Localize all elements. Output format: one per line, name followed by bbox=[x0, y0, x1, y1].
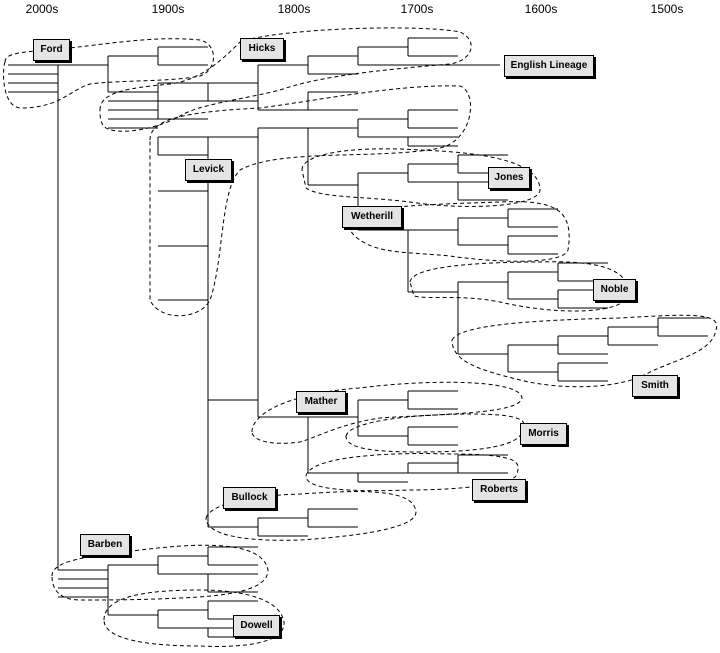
family-box-jones: Jones bbox=[488, 167, 530, 189]
dowell-group-outline bbox=[103, 589, 285, 647]
era-label: 2000s bbox=[25, 2, 59, 16]
roberts-group-outline bbox=[305, 453, 519, 492]
family-box-english-lineage: English Lineage bbox=[504, 55, 594, 77]
family-box-noble: Noble bbox=[593, 279, 636, 301]
hicks-group-outline bbox=[99, 27, 472, 132]
era-label: 1700s bbox=[400, 2, 434, 16]
family-box-dowell: Dowell bbox=[233, 615, 280, 637]
jones-group-outline bbox=[301, 148, 541, 207]
family-box-barben: Barben bbox=[80, 534, 130, 556]
levick-group-outline bbox=[149, 85, 472, 317]
smith-group-outline bbox=[451, 314, 718, 388]
era-label: 1500s bbox=[650, 2, 684, 16]
ford-group-outline bbox=[3, 38, 214, 109]
family-box-mather: Mather bbox=[296, 391, 346, 413]
morris-group-outline bbox=[345, 413, 525, 453]
era-label: 1600s bbox=[524, 2, 558, 16]
family-box-roberts: Roberts bbox=[472, 479, 526, 501]
family-box-wetherill: Wetherill bbox=[342, 206, 402, 228]
mather-group-outline bbox=[251, 381, 523, 444]
family-box-bullock: Bullock bbox=[223, 487, 276, 509]
family-box-ford: Ford bbox=[33, 39, 70, 61]
family-box-levick: Levick bbox=[185, 159, 232, 181]
family-box-hicks: Hicks bbox=[240, 38, 284, 60]
era-label: 1900s bbox=[151, 2, 185, 16]
family-box-smith: Smith bbox=[632, 375, 678, 397]
era-label: 1800s bbox=[277, 2, 311, 16]
family-box-morris: Morris bbox=[520, 423, 567, 445]
